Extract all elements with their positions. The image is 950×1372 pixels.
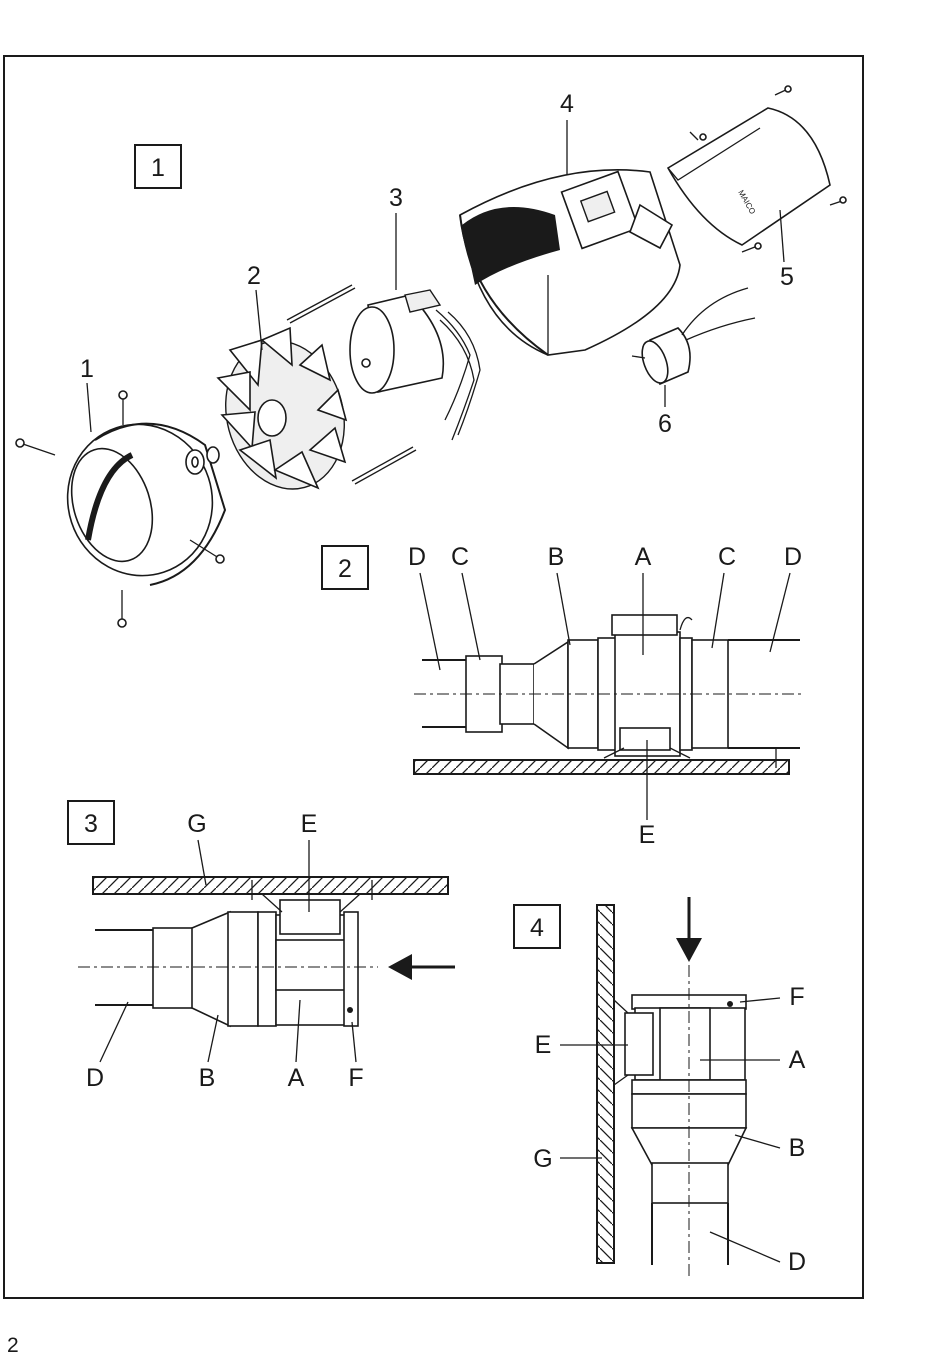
part-1-inlet-ring xyxy=(16,391,232,627)
part-4-housing xyxy=(460,170,680,355)
fig4-label-b: B xyxy=(789,1134,806,1162)
figure-3-number: 3 xyxy=(84,810,98,838)
fig3-label-f: F xyxy=(348,1064,363,1092)
fig3-label-g: G xyxy=(187,810,206,838)
fig4-label-e: E xyxy=(535,1031,552,1059)
fig2-label-a: A xyxy=(635,543,652,571)
figure-4-wall xyxy=(597,905,614,1263)
page-number: 2 xyxy=(7,1334,19,1357)
fig4-label-g: G xyxy=(533,1145,552,1173)
fig2-label-d-left: D xyxy=(408,543,426,571)
fig3-label-a: A xyxy=(288,1064,305,1092)
part-3-label: 3 xyxy=(389,184,403,212)
fig3-label-d: D xyxy=(86,1064,104,1092)
part-4-label: 4 xyxy=(560,90,574,118)
figure-2-floor xyxy=(414,760,789,774)
fig3-label-b: B xyxy=(199,1064,216,1092)
figure-2-number: 2 xyxy=(338,555,352,583)
part-1-label: 1 xyxy=(80,355,94,383)
part-5-label: 5 xyxy=(780,263,794,291)
figure-3-ceiling-mounting: 3 G E D B A F xyxy=(68,801,455,1092)
part-5-terminal-cover: MAICO xyxy=(668,86,846,252)
fig2-label-c-right: C xyxy=(718,543,736,571)
figure-4-number: 4 xyxy=(530,914,544,942)
fig2-label-d-right: D xyxy=(784,543,802,571)
nut xyxy=(207,447,219,463)
part-6-label: 6 xyxy=(658,410,672,438)
figure-4-wall-mounting: 4 E G F A B D xyxy=(514,897,806,1280)
part-2-label: 2 xyxy=(247,262,261,290)
part-3-motor xyxy=(350,290,480,440)
fig4-label-a: A xyxy=(789,1046,806,1074)
fig4-label-f: F xyxy=(789,983,804,1011)
fig4-label-d: D xyxy=(788,1248,806,1276)
figure-3-ceiling xyxy=(93,877,448,894)
fig2-label-e: E xyxy=(639,821,656,849)
figure-1-number: 1 xyxy=(151,154,165,182)
fig3-label-e: E xyxy=(301,810,318,838)
part-2-impeller xyxy=(210,328,361,503)
fig2-label-b: B xyxy=(548,543,565,571)
figure-2-floor-mounting: 2 D C B A C D xyxy=(322,543,802,849)
fig2-label-c-left: C xyxy=(451,543,469,571)
